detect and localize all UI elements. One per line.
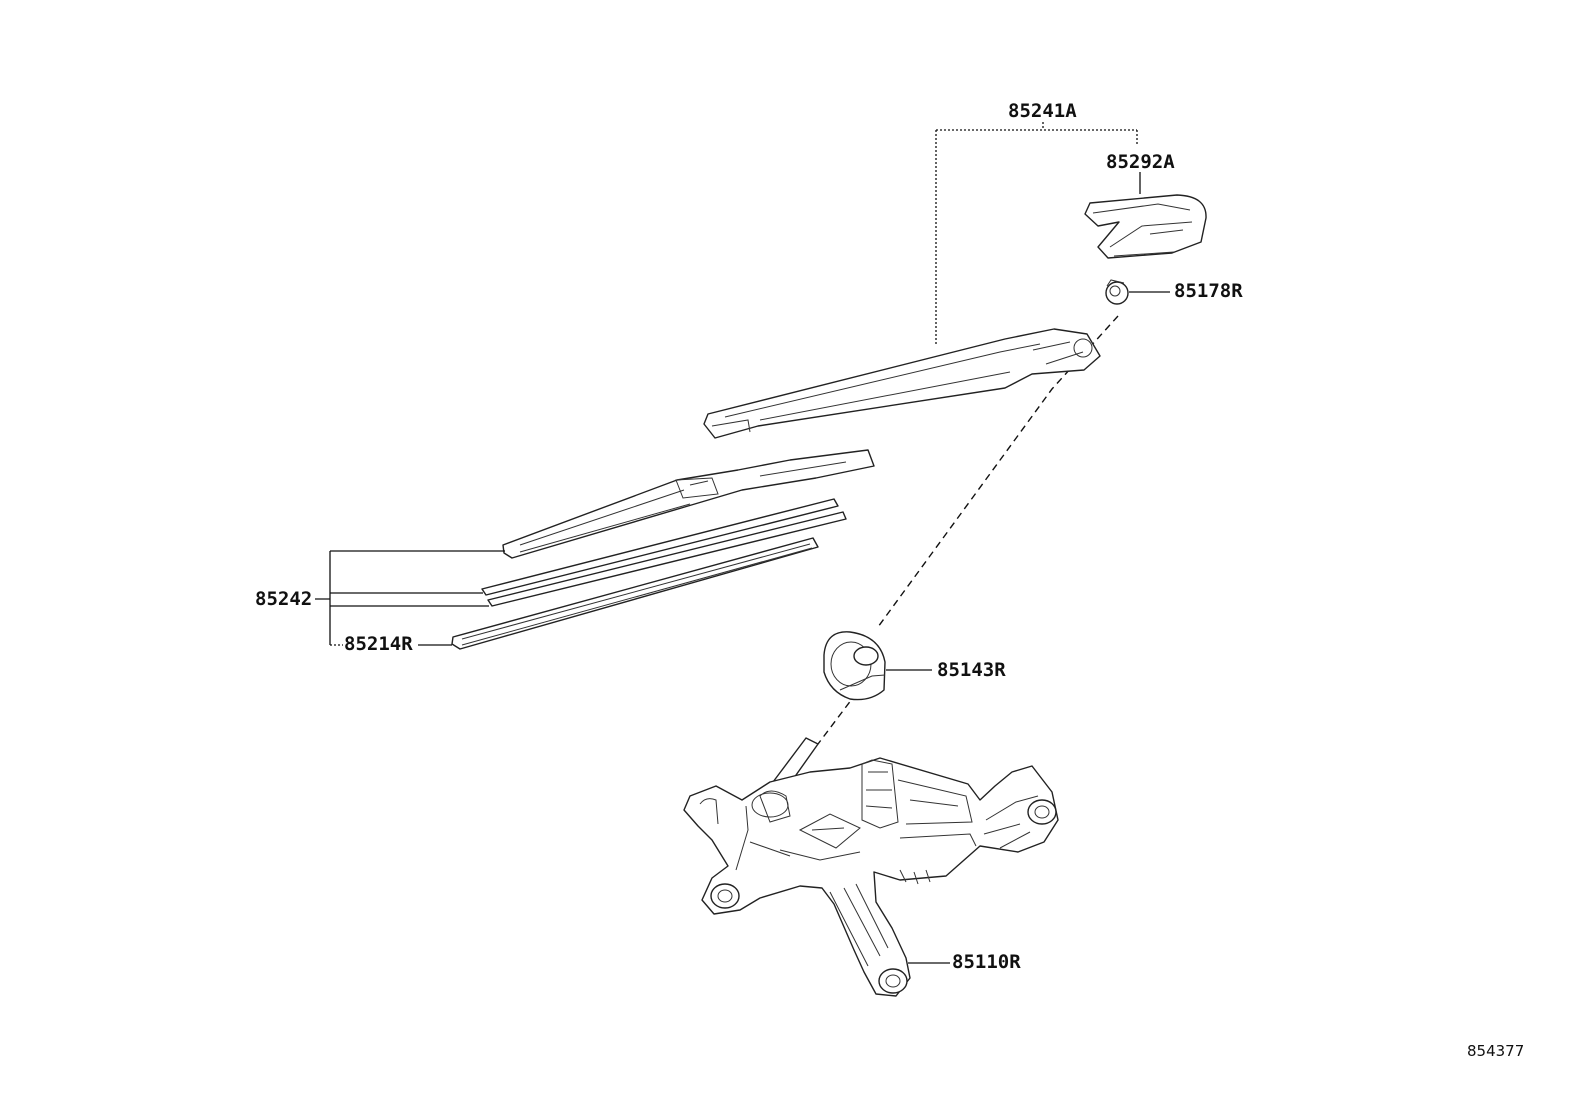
label-85110r: 85110R	[952, 951, 1021, 973]
pivot-cap	[823, 631, 886, 701]
leader-85242	[315, 550, 505, 645]
wiper-blade	[502, 449, 875, 559]
wiper-arm-cover	[1084, 194, 1207, 259]
blade-rubber	[451, 537, 819, 650]
blade-support-strips	[481, 498, 847, 607]
label-85241a: 85241A	[1008, 100, 1077, 122]
wiper-motor	[683, 737, 1059, 997]
label-85214r: 85214R	[344, 633, 413, 655]
nut-85178r	[1105, 279, 1129, 305]
label-85143r: 85143R	[937, 659, 1006, 681]
label-85242: 85242	[255, 588, 312, 610]
leader-85241a	[935, 122, 1138, 346]
figure-number: 854377	[1467, 1042, 1524, 1060]
label-85292a: 85292A	[1106, 151, 1175, 173]
wiper-arm	[703, 328, 1101, 439]
label-85178r: 85178R	[1174, 280, 1243, 302]
